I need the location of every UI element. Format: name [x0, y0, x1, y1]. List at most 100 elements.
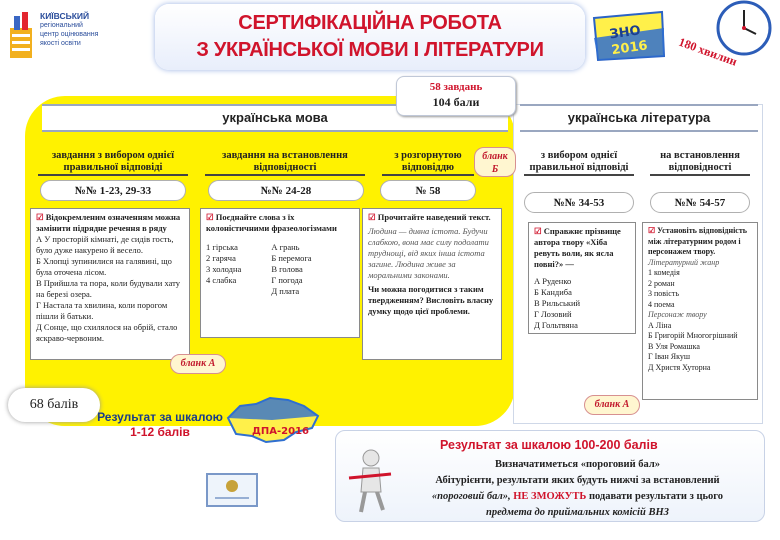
lit-q2-right-item: А Ліна — [648, 320, 672, 330]
ua-q3-question: Чи можна погодитися з таким твердженням?… — [368, 284, 494, 316]
checkbox-icon: ☑ — [368, 212, 378, 222]
logo-line4: якості освіти — [40, 40, 81, 47]
ua-q1-option-g: Г Настала та хвилина, коли порогом пішли… — [36, 300, 168, 321]
ua-q3-head: ☑ Прочитайте наведений текст. — [368, 212, 496, 223]
lit-q2-head-text: Установіть відповідність між літературни… — [648, 226, 748, 256]
ua-question1-card: ☑ Відокремленим означенням можна замінит… — [30, 208, 190, 360]
logo-line2: регіональний — [40, 22, 83, 29]
ua-q2-right-item: Б перемога — [271, 253, 312, 263]
ua-q2-right-item: Г погода — [271, 275, 303, 285]
lit-q2-right-item: Г Іван Якуш — [648, 352, 691, 361]
checkbox-icon: ☑ — [206, 212, 216, 222]
lit-q1-head: ☑ Справжнє прізвище автора твору «Хіба р… — [534, 226, 630, 270]
ua-q2-left-list: 1 гірська 2 гаряча 3 холодна 4 слабка — [206, 242, 241, 297]
lit-q2-sub1: Літературний жанр — [648, 257, 720, 267]
ua-q2-head-text: Поєднайте слова з їх колоністичними фраз… — [206, 212, 337, 233]
ua-q2-head: ☑ Поєднайте слова з їх колоністичними фр… — [206, 212, 354, 234]
ua-question3-card: ☑ Прочитайте наведений текст. Людина — д… — [362, 208, 502, 360]
lit-col2-title: на встановлення відповідності — [650, 150, 750, 176]
blank-a-tag-ua: бланк А — [170, 354, 226, 374]
score-68: 68 балів — [8, 388, 100, 422]
dpa-stamp-text: ДПА-2016 — [252, 426, 309, 437]
ua-q1-option-d: Д Сонце, що схилялося на обрій, стало яс… — [36, 322, 178, 343]
result-100-200-title: Результат за шкалою 100-200 балів — [440, 438, 658, 452]
ua-q2-right-list: А грань Б перемога В голова Г погода Д п… — [271, 242, 311, 297]
ua-col1-range: №№ 1-23, 29-33 — [40, 180, 186, 201]
lit-q1-option: Д Гольтвяна — [534, 320, 578, 330]
title-box: СЕРТИФІКАЦІЙНА РОБОТА З УКРАЇНСЬКОЇ МОВИ… — [155, 4, 585, 70]
ua-q2-left-item: 3 холодна — [206, 264, 242, 274]
result-line2b: «пороговий бал», НЕ ЗМОЖУТЬ подавати рез… — [400, 489, 755, 505]
lit-q1-option: А Руденко — [534, 276, 572, 286]
lit-q2-left-item: 3 повість — [648, 289, 679, 298]
title-line1: СЕРТИФІКАЦІЙНА РОБОТА — [238, 12, 502, 34]
logo-icon — [10, 12, 32, 58]
ua-q2-left-item: 2 гаряча — [206, 253, 236, 263]
lit-q1-option: Б Кандиба — [534, 287, 572, 297]
ua-col2-range: №№ 24-28 — [208, 180, 364, 201]
logo-text: КИЇВСЬКИЙ регіональний центр оцінювання … — [40, 12, 100, 48]
ua-q1-option-v: В Прийшла та пора, коли будували хату на… — [36, 278, 181, 299]
stamp-line2: 2016 — [611, 38, 649, 58]
ua-q2-right-item: В голова — [271, 264, 303, 274]
ua-q2-left-item: 1 гірська — [206, 242, 238, 252]
duration-text: 180 хвилин — [677, 35, 739, 69]
lit-question1-card: ☑ Справжнє прізвище автора твору «Хіба р… — [528, 222, 636, 334]
lit-q2-sub2: Персонаж твору — [648, 310, 707, 319]
ua-q2-left-item: 4 слабка — [206, 275, 237, 285]
ua-q1-option-a: А У просторій кімнаті, де сидів гость, б… — [36, 234, 174, 255]
lit-q2-left-item: 1 комедія — [648, 268, 680, 277]
logo-line1: КИЇВСЬКИЙ — [40, 11, 90, 21]
title-line2: З УКРАЇНСЬКОЇ МОВИ І ЛІТЕРАТУРИ — [196, 39, 544, 61]
ua-q3-body: Людина — дивна істота. Будучи слабкою, в… — [368, 226, 489, 280]
result-line2b-red: НЕ ЗМОЖУТЬ — [513, 491, 587, 502]
lit-q1-head-text: Справжнє прізвище автора твору «Хіба рев… — [534, 226, 621, 269]
result-line3: предмета до приймальних комісій ВНЗ — [486, 507, 669, 518]
dpa-2016-map-icon: ДПА-2016 — [226, 396, 320, 444]
scale-12-line1: Результат за шкалою — [97, 410, 223, 424]
blank-b-line1: бланк — [482, 151, 508, 162]
ua-literature-header: українська література — [520, 104, 758, 132]
lit-q2-left-item: 4 поема — [648, 299, 675, 309]
result-line2b-post: подавати результати з цього — [586, 491, 724, 502]
ua-col3-title: з розгорнутою відповіддю — [382, 150, 474, 176]
lit-col2-range: №№ 54-57 — [650, 192, 750, 213]
lit-q2-head: ☑ Установіть відповідність між літератур… — [648, 226, 752, 258]
certificate-icon — [206, 473, 258, 507]
ua-q2-right-item: А грань — [271, 242, 300, 252]
ua-col3-range: № 58 — [380, 180, 476, 201]
blank-b-line2: Б — [491, 164, 499, 175]
ua-col1-title: завдання з вибором однієї правильної від… — [38, 150, 188, 176]
ua-q3-head-text: Прочитайте наведений текст. — [377, 212, 491, 222]
clock-icon — [716, 0, 772, 56]
points-count: 104 бали — [432, 95, 480, 109]
checkbox-icon: ☑ — [534, 226, 544, 236]
lit-q2-right-item: Б Григорій Многогрішний — [648, 331, 738, 340]
lit-q2-right-item: Д Христя Хуторна — [648, 362, 711, 372]
ua-col2-title: завдання на встановлення відповідності — [205, 150, 365, 176]
checkbox-icon: ☑ — [648, 226, 658, 235]
result-line1: Визначатиметься «пороговий бал» — [494, 459, 660, 470]
ua-q1-option-b: Б Хлопці зупинилися на галявині, що була… — [36, 256, 172, 277]
lit-q2-right-item: В Уля Ромашка — [648, 341, 700, 351]
lit-q1-option: Г Лозовий — [534, 309, 572, 319]
ua-q1-head-text: Відокремленим означенням можна замінити … — [36, 212, 181, 233]
person-crossing-finish-icon — [348, 449, 392, 513]
checkbox-icon: ☑ — [36, 212, 46, 222]
tasks-count: 58 завдань — [429, 81, 483, 93]
ua-q1-head: ☑ Відокремленим означенням можна замінит… — [36, 212, 184, 234]
lit-q1-option: В Рильський — [534, 298, 581, 308]
scale-12-caption: Результат за шкалою 1-12 балів — [90, 410, 230, 440]
lit-question2-card: ☑ Установіть відповідність між літератур… — [642, 222, 758, 400]
zno-2016-stamp-icon: ЗНО 2016 — [592, 10, 666, 62]
result-line2b-pre: «пороговий бал», — [431, 491, 514, 502]
ua-question2-card: ☑ Поєднайте слова з їх колоністичними фр… — [200, 208, 360, 338]
result-100-200-box — [335, 430, 765, 522]
blank-b-tag: бланк Б — [474, 147, 516, 177]
duration-badge: 180 хвилин — [677, 35, 739, 69]
stamp-line1: ЗНО — [609, 23, 642, 42]
ua-q2-right-item: Д плата — [271, 286, 300, 296]
blank-a-tag-lit: бланк А — [584, 395, 640, 415]
lit-q2-left-item: 2 роман — [648, 278, 675, 288]
logo-line3: центр оцінювання — [40, 31, 99, 38]
